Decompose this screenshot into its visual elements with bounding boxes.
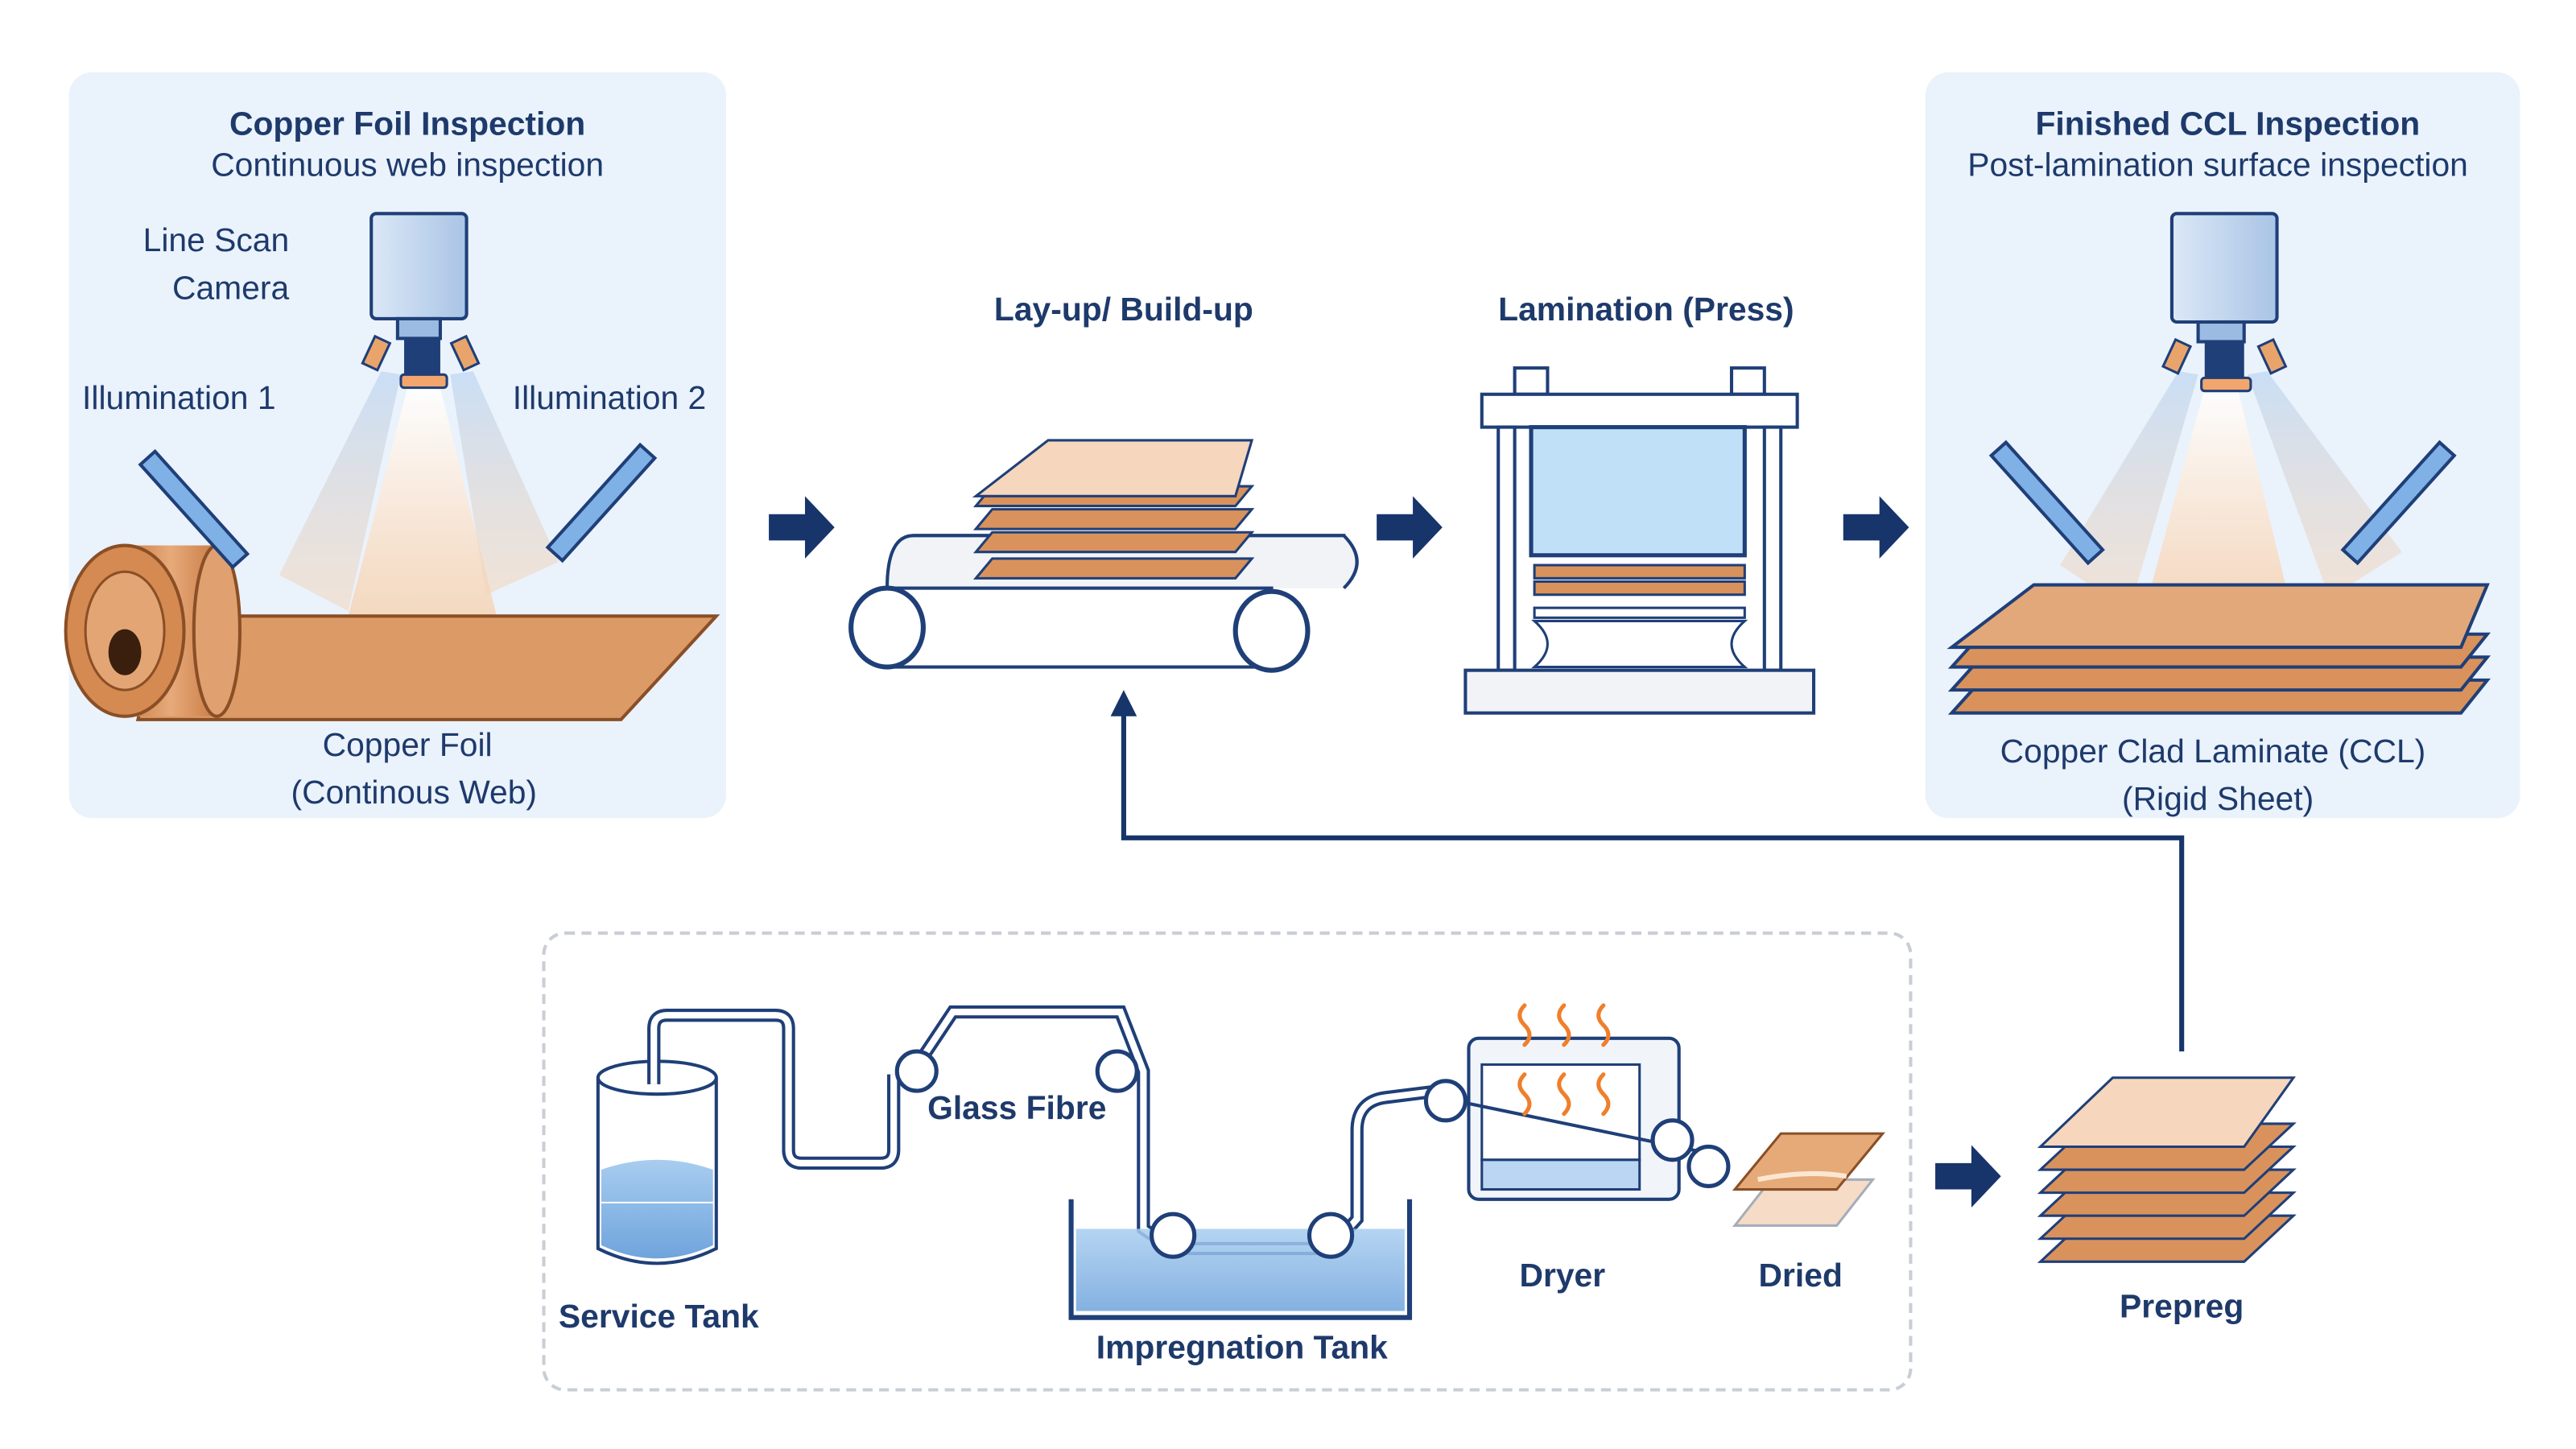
prepreg-label: Prepreg	[2120, 1290, 2244, 1326]
ccl-panel-subtitle: Post-lamination surface inspection	[1967, 147, 2468, 184]
layup-label: Lay-up/ Build-up	[993, 292, 1253, 329]
illumination-2-label: Illumination 2	[512, 381, 707, 418]
copper-foil-label-line1: Copper Foil	[322, 728, 493, 764]
illumination-1-label: Illumination 1	[82, 381, 276, 418]
ccl-label-line2: (Rigid Sheet)	[2121, 782, 2314, 819]
dryer-label: Dryer	[1519, 1258, 1606, 1295]
illumination-bar-icon	[2340, 440, 2457, 566]
prepreg-stack-icon	[2037, 1076, 2297, 1263]
roller	[894, 1049, 939, 1093]
light-beam-center	[2136, 387, 2301, 644]
prepreg-process-box	[542, 931, 1913, 1392]
arrow-right-icon	[1843, 496, 1909, 559]
foil-panel-title: Copper Foil Inspection	[229, 106, 586, 143]
camera-label-line1: Line Scan	[142, 223, 290, 260]
press-icon	[1463, 366, 1816, 715]
arrow-up-icon	[1110, 690, 1137, 716]
foil-inspection-illustration	[64, 212, 720, 721]
ccl-sheet-stack	[1946, 583, 2491, 715]
service-tank-label: Service Tank	[558, 1299, 759, 1336]
line-scan-camera-icon	[361, 212, 481, 390]
line-scan-camera-icon	[2161, 212, 2288, 393]
illumination-bar-icon	[138, 448, 250, 570]
ccl-inspection-illustration	[1946, 212, 2491, 715]
glass-fibre-label: Glass Fibre	[927, 1091, 1107, 1127]
ccl-label-line1: Copper Clad Laminate (CCL)	[2000, 734, 2426, 771]
light-beam-right	[450, 371, 559, 595]
roller	[1095, 1049, 1139, 1093]
impregnation-tank-icon	[1068, 1199, 1413, 1320]
copper-roll-icon	[64, 543, 242, 718]
heat-waves-icon	[1517, 1003, 1611, 1117]
foil-panel-subtitle: Continuous web inspection	[211, 147, 605, 184]
arrow-right-icon	[1377, 496, 1443, 559]
copper-foil-label-line2: (Continous Web)	[291, 775, 538, 812]
camera-label-line2: Camera	[171, 270, 290, 308]
tank-icon	[596, 1059, 718, 1265]
layup-sheet-stack	[972, 439, 1255, 580]
prepreg-feed-line	[1121, 712, 2185, 1052]
lamination-label: Lamination (Press)	[1498, 292, 1794, 329]
illumination-bar-icon	[545, 442, 658, 564]
dried-label: Dried	[1758, 1258, 1843, 1295]
dried-sheet-icon	[1732, 1132, 1886, 1227]
ccl-panel-title: Finished CCL Inspection	[2035, 106, 2421, 143]
light-beam-left	[279, 371, 401, 612]
light-beam-center	[338, 387, 506, 654]
conveyor-icon	[848, 534, 1359, 673]
arrow-right-icon	[1935, 1145, 2001, 1208]
impregnation-tank-label: Impregnation Tank	[1096, 1331, 1388, 1367]
illumination-bar-icon	[1988, 440, 2105, 566]
arrow-right-icon	[769, 496, 835, 559]
dryer-icon	[1423, 1036, 1731, 1201]
